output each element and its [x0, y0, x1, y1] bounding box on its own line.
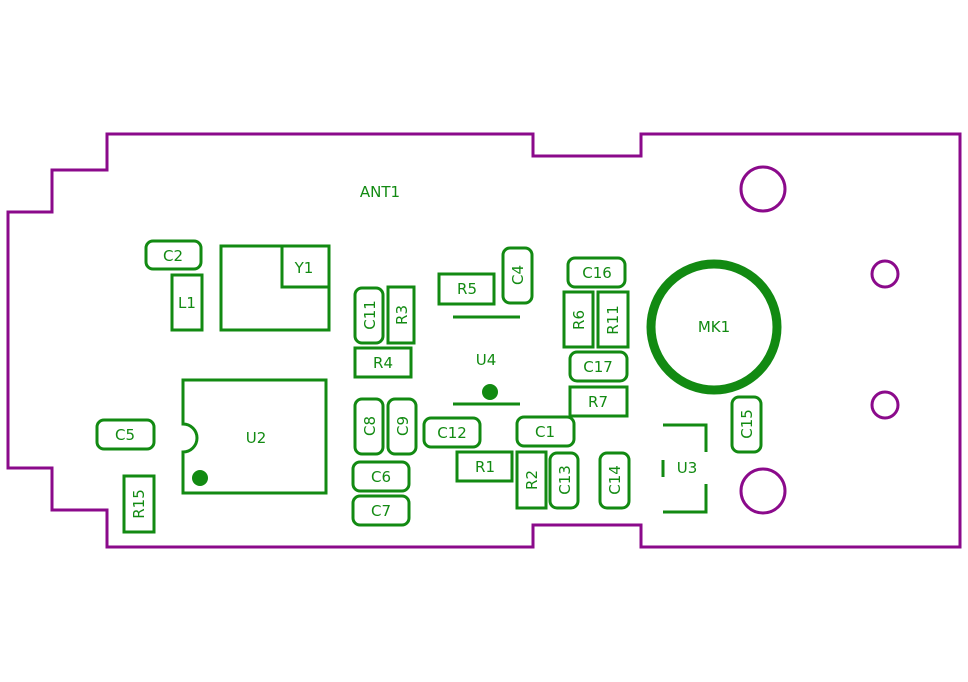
- label-R2: R2: [523, 470, 541, 490]
- label-C8: C8: [361, 416, 379, 436]
- label-C4: C4: [509, 265, 527, 285]
- component-C17: C17: [568, 350, 629, 383]
- label-R6: R6: [570, 310, 588, 330]
- component-U4: U4: [453, 315, 520, 406]
- label-ANT1: ANT1: [360, 183, 400, 201]
- mounting-hole-small-top: [870, 259, 900, 289]
- label-U4: U4: [476, 351, 497, 369]
- label-U2: U2: [246, 429, 267, 447]
- component-U2: U2: [181, 378, 328, 495]
- component-U3: U3: [661, 423, 708, 514]
- label-C7: C7: [371, 502, 391, 520]
- pin1-marker: [192, 470, 208, 486]
- label-R5: R5: [457, 280, 477, 298]
- label-U3: U3: [677, 459, 698, 477]
- component-R7: R7: [568, 385, 629, 418]
- label-C2: C2: [163, 247, 183, 265]
- component-C16: C16: [566, 256, 627, 289]
- label-C16: C16: [582, 264, 612, 282]
- component-C2: C2: [144, 239, 203, 271]
- label-C1: C1: [535, 423, 555, 441]
- label-C6: C6: [371, 468, 391, 486]
- component-C5: C5: [95, 418, 156, 451]
- board-outline: [6, 132, 962, 549]
- label-C17: C17: [583, 358, 613, 376]
- component-C14: C14: [598, 451, 631, 510]
- label-R1: R1: [475, 458, 495, 476]
- label-R3: R3: [393, 305, 411, 325]
- mounting-hole-bottom: [739, 467, 787, 515]
- label-C15: C15: [738, 409, 756, 439]
- component-C6: C6: [351, 460, 411, 493]
- label-R7: R7: [588, 393, 608, 411]
- label-C13: C13: [556, 465, 574, 495]
- label-C12: C12: [437, 424, 467, 442]
- component-R4: R4: [353, 346, 413, 379]
- label-R15: R15: [130, 489, 148, 519]
- mounting-hole-small-bottom: [870, 390, 900, 420]
- component-MK1: MK1: [646, 259, 782, 395]
- component-R1: R1: [455, 450, 514, 483]
- component-R2: R2: [515, 450, 548, 510]
- component-C9: C9: [386, 397, 418, 456]
- label-MK1: MK1: [698, 318, 730, 336]
- component-C12: C12: [422, 416, 482, 449]
- label-C5: C5: [115, 426, 135, 444]
- component-L1: L1: [170, 273, 204, 332]
- component-Y1: Y1: [219, 244, 331, 332]
- component-C13: C13: [548, 451, 580, 510]
- component-C4: C4: [501, 246, 534, 305]
- pin1-marker: [482, 384, 498, 400]
- component-C1: C1: [515, 415, 576, 448]
- component-C11: C11: [353, 286, 385, 345]
- component-R5: R5: [437, 272, 496, 306]
- label-L1: L1: [178, 294, 196, 312]
- component-R15: R15: [122, 474, 156, 534]
- component-R6: R6: [562, 290, 595, 349]
- component-C8: C8: [353, 397, 385, 456]
- component-R11: R11: [596, 290, 630, 349]
- label-C14: C14: [606, 465, 624, 495]
- mounting-hole-top: [739, 165, 787, 213]
- component-C15: C15: [730, 395, 763, 454]
- label-Y1: Y1: [294, 259, 314, 277]
- label-C11: C11: [361, 300, 379, 330]
- label-R4: R4: [373, 354, 393, 372]
- component-R3: R3: [386, 285, 416, 345]
- label-C9: C9: [394, 416, 412, 436]
- label-R11: R11: [604, 305, 622, 335]
- component-C7: C7: [351, 494, 411, 527]
